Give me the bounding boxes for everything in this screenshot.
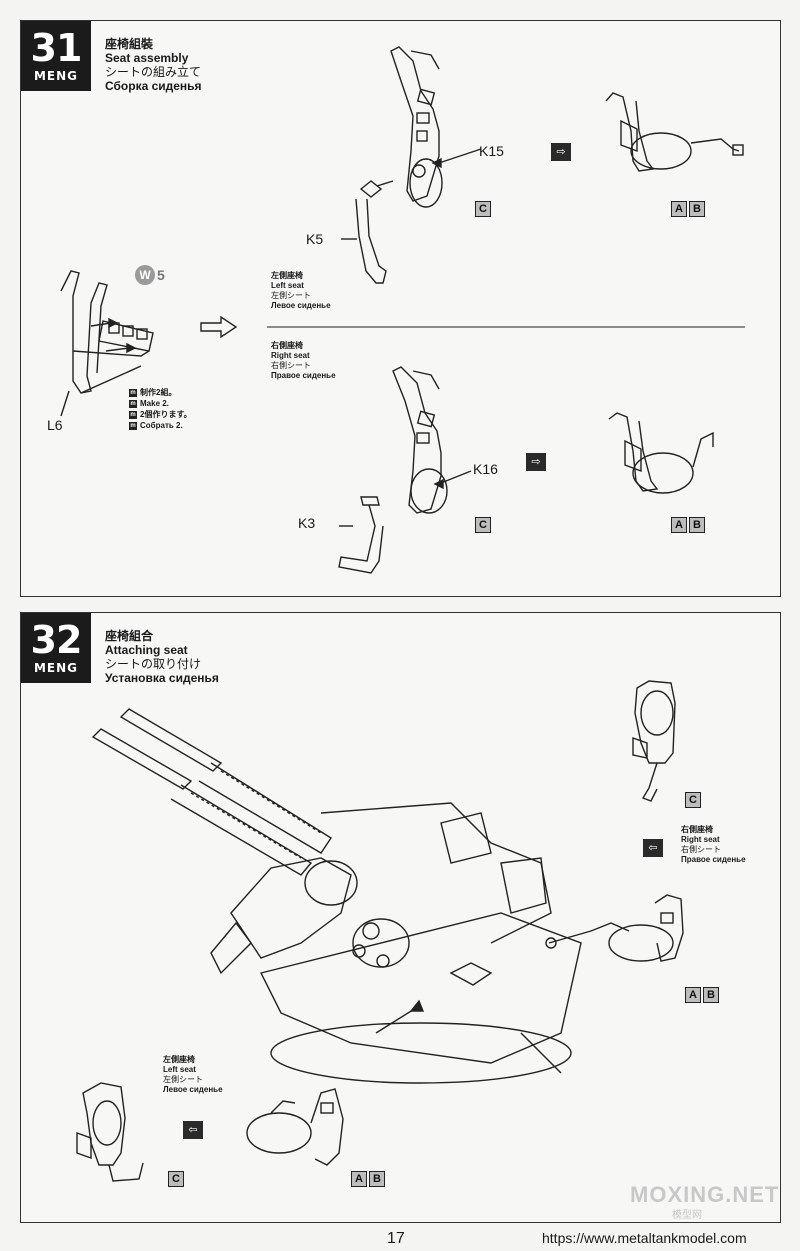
left-seat-result-drawing [605, 92, 744, 172]
title-ru: Сборка сиденья [105, 79, 202, 93]
color-ref-c: C [168, 1171, 184, 1187]
right-seat-drawing [632, 680, 676, 802]
step-number: 32 [30, 618, 83, 662]
step-32-titles: 座椅組合 Attaching seat シートの取り付け Установка с… [105, 629, 219, 685]
flip-arrow-icon: ⇨ [551, 143, 571, 161]
title-jp: シートの組み立て [105, 65, 202, 79]
left-seat-drawing [76, 1082, 144, 1182]
left-seat-exploded-drawing [341, 46, 482, 284]
flip-arrow-icon: ⇨ [526, 453, 546, 471]
step-31-panel: 31 MENG 座椅組裝 Seat assembly シートの組み立て Сбор… [20, 20, 781, 597]
watermark: MOXING.NET [630, 1182, 780, 1207]
title-en: Attaching seat [105, 643, 188, 657]
part-label-l6: L6 [47, 417, 63, 433]
left-seat-caption: 左側座椅 Left seat 左側シート Левое сиденье [163, 1055, 223, 1094]
step-32-badge: 32 MENG [21, 613, 91, 683]
flip-arrow-icon: ⇦ [183, 1121, 203, 1139]
gun-mount-illustration [76, 680, 684, 1182]
seat-assembly-illustration [60, 46, 745, 574]
step-31-titles: 座椅組裝 Seat assembly シートの組み立て Сборка сиден… [105, 37, 202, 93]
color-ref-c: C [475, 201, 491, 217]
footer-url[interactable]: https://www.metaltankmodel.com [542, 1230, 747, 1246]
page-number: 17 [387, 1230, 405, 1247]
make-icon: m [129, 410, 137, 419]
color-ref-c: C [685, 792, 701, 808]
make-icon: m [129, 388, 137, 397]
flip-arrow-icon: ⇦ [643, 839, 663, 857]
step-number: 31 [30, 26, 83, 70]
mount-body-drawing [210, 802, 582, 1084]
part-label-k16: K16 [473, 461, 498, 477]
right-seat-exploded-drawing [338, 366, 472, 574]
frame-l6-drawing [60, 270, 154, 417]
gun-barrels-drawing [91, 708, 332, 876]
part-label-k5: K5 [306, 231, 324, 247]
color-ref-c: C [475, 517, 491, 533]
title-zh: 座椅組裝 [105, 37, 154, 51]
left-seat-assembly-drawing [246, 1088, 344, 1166]
w-number: 5 [157, 267, 165, 283]
w-badge: W [135, 265, 155, 285]
brand-logo: MENG [33, 69, 79, 83]
title-zh: 座椅組合 [105, 629, 154, 643]
title-ru: Установка сиденья [105, 671, 219, 685]
right-seat-caption: 右側座椅 Right seat 右側シート Правое сиденье [681, 825, 746, 864]
make-icon: m [129, 399, 137, 408]
title-en: Seat assembly [105, 51, 189, 65]
right-seat-result-drawing [608, 412, 714, 494]
brand-logo: MENG [33, 661, 79, 675]
part-label-k3: K3 [298, 515, 316, 531]
right-seat-assembly-drawing [545, 894, 684, 962]
part-label-k15: K15 [479, 143, 504, 159]
watermark-sub: 模型网 [672, 1210, 702, 1221]
step-31-badge: 31 MENG [21, 21, 91, 91]
paint-w5-marker: W 5 [135, 265, 165, 285]
right-seat-caption: 右側座椅 Right seat 右側シート Правое сиденье [271, 341, 336, 380]
make-icon: m [129, 421, 137, 430]
step-32-panel: 32 MENG 座椅組合 Attaching seat シートの取り付け Уст… [20, 612, 781, 1223]
title-jp: シートの取り付け [105, 657, 202, 671]
left-seat-caption: 左側座椅 Left seat 左側シート Левое сиденье [271, 271, 331, 310]
